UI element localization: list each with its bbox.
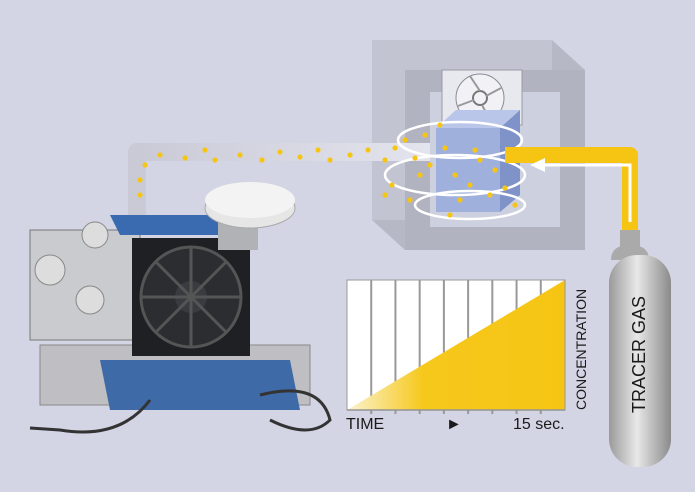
tracer-particle <box>365 147 371 153</box>
x-axis-label: TIME <box>346 416 385 433</box>
tracer-particle <box>422 132 428 138</box>
tracer-particle <box>412 155 418 161</box>
tracer-particle <box>407 197 413 203</box>
tracer-particle <box>502 185 508 191</box>
tracer-particle <box>452 172 458 178</box>
flow-arrowhead-icon <box>530 158 545 172</box>
tracer-particle <box>437 122 443 128</box>
tracer-particle <box>182 155 188 161</box>
tracer-particle <box>347 152 353 158</box>
tracer-gas-cylinder <box>609 230 671 467</box>
tracer-particle <box>259 157 265 163</box>
tracer-particle <box>507 147 513 153</box>
tracer-particle <box>389 182 395 188</box>
y-axis-label: CONCENTRATION <box>573 288 589 410</box>
tracer-particles <box>137 122 518 218</box>
concentration-chart <box>346 279 566 414</box>
tracer-particle <box>457 197 463 203</box>
tracer-particle <box>142 162 148 168</box>
tracer-particle <box>297 154 303 160</box>
tracer-particle <box>467 182 473 188</box>
tracer-particle <box>137 177 143 183</box>
tracer-particle <box>382 157 388 163</box>
concentration-area <box>347 280 565 410</box>
tracer-particle <box>392 145 398 151</box>
tracer-particle <box>427 162 433 168</box>
tracer-particle <box>492 167 498 173</box>
tracer-particle <box>442 145 448 151</box>
tracer-particle <box>237 152 243 158</box>
sampling-line <box>128 143 430 225</box>
x-end-label: 15 sec. <box>513 416 565 433</box>
tracer-particle <box>277 149 283 155</box>
cylinder-label: TRACER GAS <box>629 295 649 413</box>
chart-frame <box>346 279 566 411</box>
tracer-particle <box>137 192 143 198</box>
flow-arrow-icon <box>540 163 632 222</box>
tracer-particle <box>157 152 163 158</box>
tracer-particle <box>472 147 478 153</box>
tracer-particle <box>202 147 208 153</box>
tracer-particle <box>212 157 218 163</box>
tracer-particle <box>477 157 483 163</box>
tracer-particle <box>382 192 388 198</box>
tracer-particle <box>512 202 518 208</box>
tracer-particle <box>487 192 493 198</box>
tracer-particle <box>327 157 333 163</box>
tracer-particle <box>315 147 321 153</box>
leak-detector-instrument <box>29 182 332 434</box>
gas-swirl <box>383 120 527 221</box>
tracer-particle <box>417 172 423 178</box>
tracer-particle <box>447 212 453 218</box>
x-arrow-icon: ► <box>446 416 462 433</box>
tracer-particle <box>402 137 408 143</box>
